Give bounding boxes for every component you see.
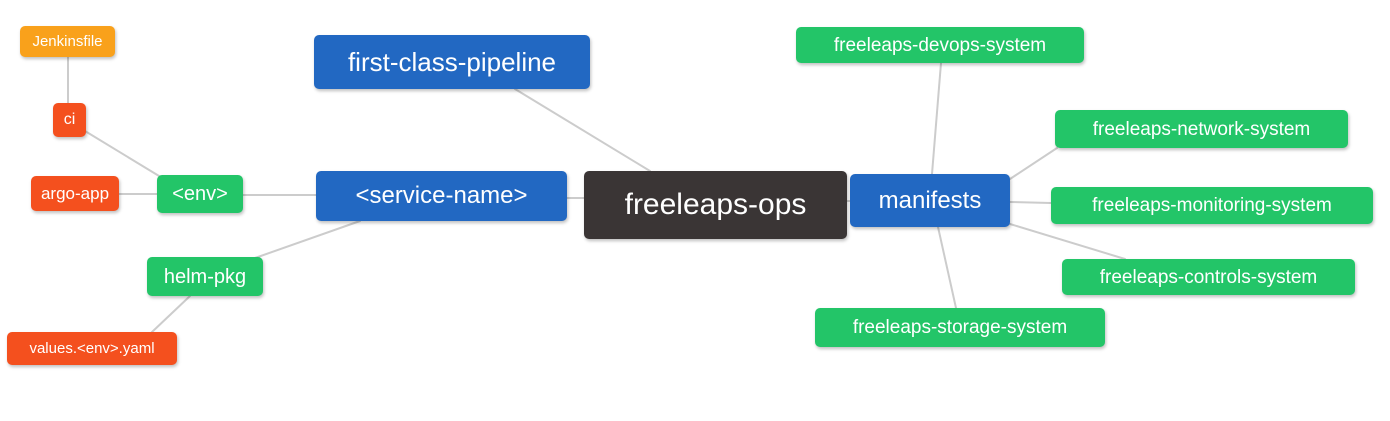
node-devops-system[interactable]: freeleaps-devops-system [796, 27, 1084, 63]
node-network-system[interactable]: freeleaps-network-system [1055, 110, 1348, 148]
edge-helm-pkg-to-service-name [254, 220, 361, 259]
edge-values-env-yaml-to-helm-pkg [151, 295, 191, 333]
edge-manifests-to-devops-system [931, 62, 942, 175]
node-helm-pkg[interactable]: helm-pkg [147, 257, 263, 296]
node-first-class-pipeline[interactable]: first-class-pipeline [314, 35, 590, 89]
edge-manifests-to-network-system [1009, 147, 1058, 180]
node-storage-system[interactable]: freeleaps-storage-system [815, 308, 1105, 347]
node-argo-app[interactable]: argo-app [31, 176, 119, 211]
node-monitoring-system[interactable]: freeleaps-monitoring-system [1051, 187, 1373, 224]
node-values-env-yaml[interactable]: values.<env>.yaml [7, 332, 177, 365]
edge-manifests-to-controls-system [1009, 223, 1126, 260]
edge-first-class-pipeline-to-freeleaps-ops [514, 88, 651, 172]
node-ci[interactable]: ci [53, 103, 86, 137]
node-env[interactable]: <env> [157, 175, 243, 213]
node-freeleaps-ops[interactable]: freeleaps-ops [584, 171, 847, 239]
edge-manifests-to-storage-system [937, 226, 957, 309]
node-manifests[interactable]: manifests [850, 174, 1010, 227]
edge-manifests-to-monitoring-system [1009, 201, 1052, 204]
node-controls-system[interactable]: freeleaps-controls-system [1062, 259, 1355, 295]
edge-ci-to-env [84, 130, 165, 180]
node-jenkinsfile[interactable]: Jenkinsfile [20, 26, 115, 57]
node-service-name[interactable]: <service-name> [316, 171, 567, 221]
